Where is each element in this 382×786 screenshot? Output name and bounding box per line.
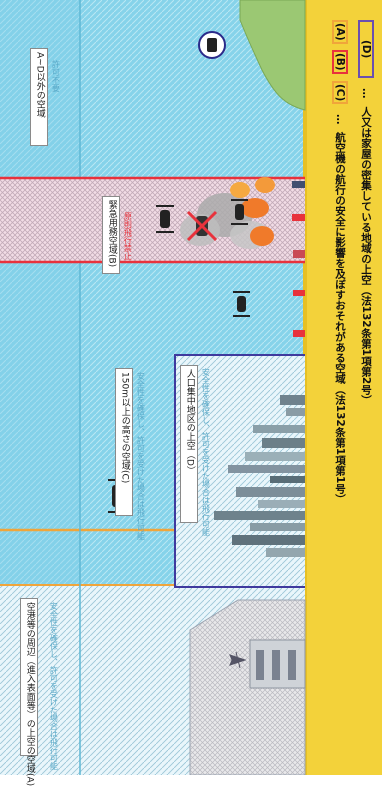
zone-other-note: 許可不要 (51, 60, 61, 92)
legend-mark-d: (D) (358, 20, 374, 79)
zone-note-other: 許可不要 (50, 60, 60, 120)
zone-note-airport: 安全性を確保し、許可を受けた場合は飛行可能 (48, 602, 58, 770)
legend: (A) (B) (C) … 航空機の航行の安全に影響を及ぼすおそれがある空域（法… (318, 0, 382, 775)
drone-icon-emergency-3 (233, 291, 250, 317)
legend-text-1: 航空機の航行の安全に影響を及ぼすおそれがある空域（法132条第1項第1号） (334, 131, 346, 505)
zone-dense-title: 人口集中地区の上空（D） (184, 369, 195, 475)
hill (239, 0, 306, 111)
drone-icon-emergency-1 (156, 205, 174, 233)
drone-icon-emergency-2 (231, 199, 248, 225)
airport-tower (249, 639, 306, 689)
legend-ellipsis-2: … (360, 87, 372, 99)
city-skyline (214, 395, 305, 557)
small-buildings (292, 181, 305, 337)
zone-note-dense: 安全性を確保し、許可を受けた場合は飛行可能 (200, 368, 210, 536)
zone-other-title: A~D以外の空域 (34, 52, 45, 118)
zone-high-note: 安全性を確保し、許可を受けた場合は飛行可能 (136, 372, 146, 540)
zone-note-high: 安全性を確保し、許可を受けた場合は飛行可能 (135, 372, 145, 540)
zone-emergency-note: 原則飛行禁止 (123, 212, 133, 260)
zone-label-airport: 空港等の周辺（進入表面等）の上空の空域(A) (20, 598, 38, 786)
legend-mark-c: (C) (332, 80, 348, 104)
zone-label-emergency: 緊急用務空域(B) (102, 196, 120, 274)
drone-icon-free (198, 31, 226, 59)
legend-mark-b: (B) (332, 50, 348, 74)
legend-ellipsis-1: … (334, 113, 346, 125)
zone-airport-title: 空港等の周辺（進入表面等）の上空の空域(A) (24, 602, 35, 786)
legend-text-2: 人又は家屋の密集している地域の上空（法132条第1項第2号） (360, 106, 372, 406)
zone-airport-note: 安全性を確保し、許可を受けた場合は飛行可能 (49, 602, 59, 770)
dense-area-border (174, 354, 305, 588)
zone-high-title: 150m以上の高さの空域(C) (119, 372, 130, 484)
zone-emergency-title: 緊急用務空域(B) (106, 200, 117, 268)
zone-note-emergency: 原則飛行禁止 (122, 212, 132, 268)
airplane-icon (229, 651, 247, 669)
ground (305, 0, 382, 775)
prohibited-drone-icon (186, 210, 218, 242)
zone-label-other: A~D以外の空域 (30, 48, 48, 146)
zone-label-dense: 人口集中地区の上空（D） (180, 365, 198, 523)
zone-dense-note: 安全性を確保し、許可を受けた場合は飛行可能 (201, 368, 211, 536)
legend-mark-a: (A) (332, 20, 348, 44)
zone-label-high: 150m以上の高さの空域(C) (115, 368, 133, 516)
legend-row-2: (D) … 人又は家屋の密集している地域の上空（法132条第1項第2号） (352, 20, 374, 765)
legend-row-1: (A) (B) (C) … 航空機の航行の安全に影響を及ぼすおそれがある空域（法… (326, 20, 348, 765)
